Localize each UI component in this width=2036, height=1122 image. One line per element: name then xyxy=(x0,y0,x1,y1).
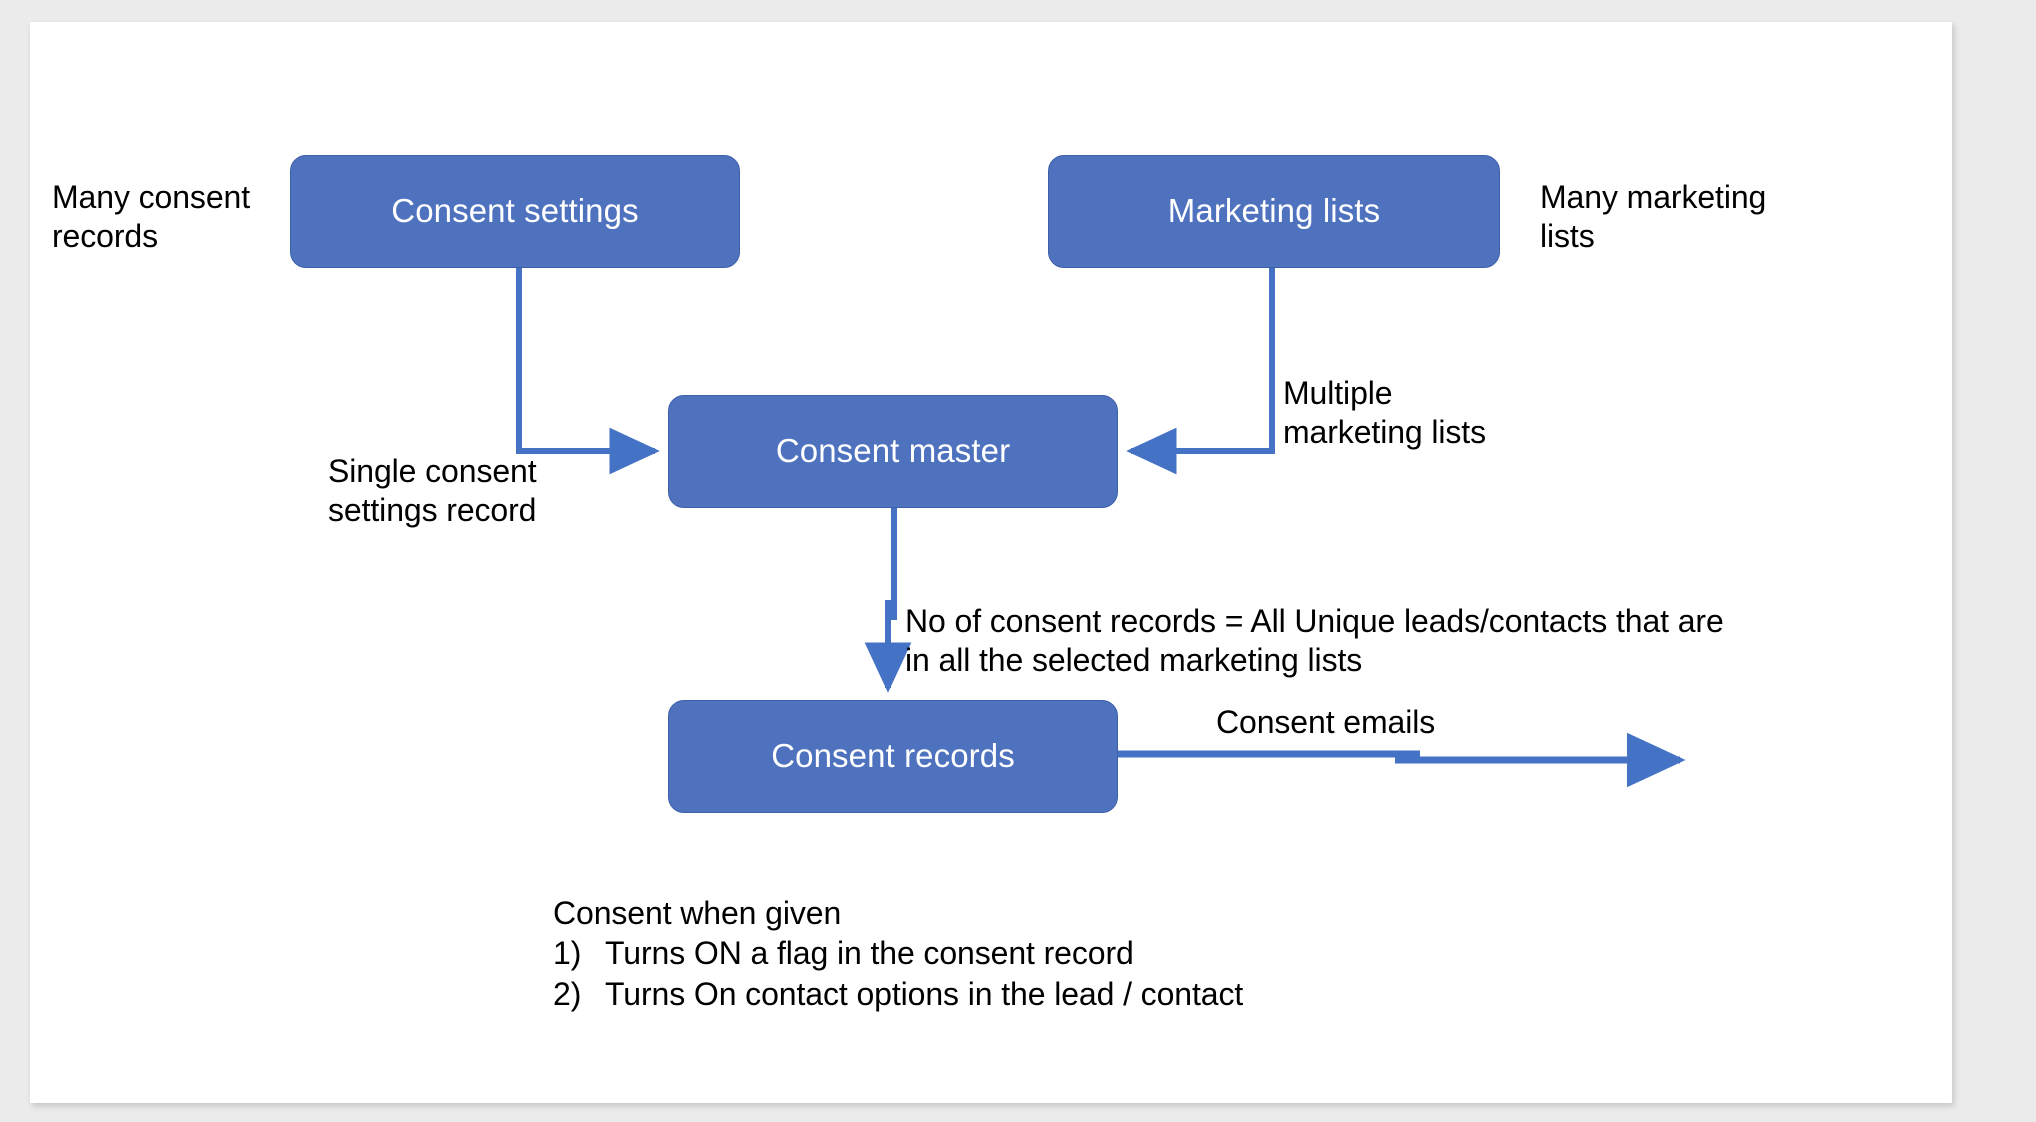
note-item-1-text: Turns ON a flag in the consent record xyxy=(605,935,1134,972)
annotation-many-consent-records: Many consent records xyxy=(52,179,251,255)
annotation-many-marketing-lists: Many marketing lists xyxy=(1540,179,1767,255)
node-consent-records-label: Consent records xyxy=(771,737,1015,775)
note-item-2-marker: 2) xyxy=(553,975,582,1012)
note-item-1: 1) Turns ON a flag in the consent record xyxy=(553,933,1453,973)
annotation-no-of-consent-records: No of consent records = All Unique leads… xyxy=(905,603,1724,679)
node-marketing-lists-label: Marketing lists xyxy=(1167,192,1381,230)
note-item-2: 2) Turns On contact options in the lead … xyxy=(553,974,1453,1014)
node-marketing-lists[interactable]: Marketing lists xyxy=(1048,155,1500,268)
node-consent-master[interactable]: Consent master xyxy=(668,395,1118,508)
note-item-2-text: Turns On contact options in the lead / c… xyxy=(605,975,1244,1012)
node-consent-master-label: Consent master xyxy=(775,432,1011,470)
note-item-1-marker: 1) xyxy=(553,935,582,972)
node-consent-records[interactable]: Consent records xyxy=(668,700,1118,813)
notes-heading: Consent when given xyxy=(553,895,842,931)
notes-block: Consent when given 1) Turns ON a flag in… xyxy=(553,893,1453,1014)
annotation-single-consent-settings-record: Single consent settings record xyxy=(328,453,537,529)
node-consent-settings-label: Consent settings xyxy=(391,192,639,230)
annotation-multiple-marketing-lists: Multiple marketing lists xyxy=(1283,375,1487,451)
node-consent-settings[interactable]: Consent settings xyxy=(290,155,740,268)
annotation-consent-emails: Consent emails xyxy=(1216,704,1436,740)
